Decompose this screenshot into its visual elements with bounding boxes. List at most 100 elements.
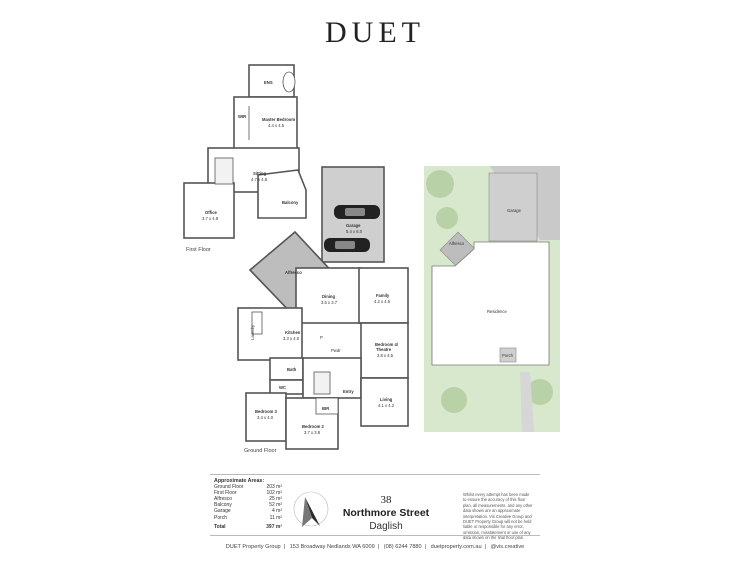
bedroom4-room <box>360 322 409 379</box>
master-bedroom-label: Master Bedroom <box>262 117 295 122</box>
sitting-dim: 4.7 x 4.8 <box>251 177 268 182</box>
site-garage <box>488 172 538 242</box>
area-name: Balcony <box>214 502 232 509</box>
area-row: Alfresco 25 m² <box>214 496 282 502</box>
office-dim: 3.7 x 4.8 <box>202 216 219 221</box>
dining-dim: 3.5 x 3.7 <box>321 300 338 305</box>
area-value: 203 m² <box>266 484 282 491</box>
area-name: Garage <box>214 508 231 515</box>
property-address: 38 Northmore Street Daglish <box>336 494 436 532</box>
site-alfresco-label: Alfresco <box>449 241 465 246</box>
footer-social[interactable]: @vis.creative <box>490 544 525 550</box>
area-row: First Floor 102 m² <box>214 490 282 496</box>
site-porch <box>499 347 517 363</box>
bedroom4-label-2: Theatre <box>376 347 392 352</box>
bir-room <box>315 397 339 415</box>
bedroom4-dim: 3.8 x 4.5 <box>377 353 394 358</box>
street-number: 38 <box>380 494 392 506</box>
north-arrow-icon <box>293 491 329 527</box>
bedroom3-room <box>245 392 287 442</box>
brand-logo: DUET <box>325 16 425 49</box>
bath-label: Bath <box>287 367 297 372</box>
dining-label: Dining <box>322 294 335 299</box>
laundry-label: Laundry <box>250 324 255 340</box>
footer-phone: (08) 6244 7880 <box>383 544 422 550</box>
pwdr-label: Pwdr <box>331 348 341 353</box>
area-value: 102 m² <box>266 490 282 497</box>
area-row: Porch 11 m² <box>214 515 282 521</box>
balcony-label: Balcony <box>282 200 299 205</box>
family-dim: 4.2 x 4.5 <box>374 299 391 304</box>
area-name: First Floor <box>214 490 237 497</box>
stairs <box>214 157 234 185</box>
area-value: 11 m² <box>269 514 282 521</box>
area-name: Porch <box>214 514 228 521</box>
entry-label: Entry <box>343 389 354 394</box>
living-room <box>360 377 409 427</box>
living-dim: 4.1 x 4.2 <box>378 403 395 408</box>
pantry-label: P <box>320 335 323 340</box>
street-name: Northmore Street <box>342 507 430 519</box>
garage-dim: 5.4 x 6.0 <box>346 229 363 234</box>
area-name: Alfresco <box>214 496 233 503</box>
divider-top <box>210 474 540 475</box>
sitting-label: Sitting <box>253 171 266 176</box>
wir-label: WIR <box>238 114 246 119</box>
area-value: 52 m² <box>269 502 282 509</box>
ens-label: ENS <box>264 80 273 85</box>
site-garage-label: Garage <box>507 208 522 213</box>
balcony-area <box>257 169 307 219</box>
first-floor-plan <box>183 64 307 239</box>
bedroom2-label: Bedroom 2 <box>302 424 325 429</box>
stairs-ground <box>313 371 331 395</box>
site-residence-label: Residence <box>487 309 507 314</box>
garage-cars <box>324 205 380 252</box>
kitchen-label: Kitchen <box>285 330 301 335</box>
bir-label: BIR <box>322 406 329 411</box>
area-row: Balcony 52 m² <box>214 502 282 508</box>
family-label: Family <box>376 293 390 298</box>
footer-address: 153 Broadway Nedlands WA 6009 <box>289 544 375 550</box>
master-bedroom-room <box>233 96 298 150</box>
master-bedroom-dim: 4.4 x 4.5 <box>268 123 285 128</box>
dining-room <box>295 267 362 324</box>
bedroom3-dim: 3.4 x 4.0 <box>257 415 274 420</box>
area-total-value: 397 m² <box>266 523 282 530</box>
bedroom3-label: Bedroom 3 <box>255 409 278 414</box>
site-residence <box>431 241 550 366</box>
area-total-label: Total <box>214 523 226 530</box>
areas-heading: Approximate Areas: <box>214 478 265 484</box>
wc-room <box>269 379 304 395</box>
first-floor-label: First Floor <box>186 247 211 253</box>
site-porch-label: Porch <box>502 353 514 358</box>
area-row: Garage 4 m² <box>214 508 282 514</box>
divider-bottom <box>210 535 540 536</box>
office-room <box>183 182 235 239</box>
bathtub <box>282 71 296 93</box>
footer-company: DUET Property Group <box>225 544 281 550</box>
area-name: Ground Floor <box>214 484 244 491</box>
bedroom2-dim: 3.7 x 3.8 <box>304 430 321 435</box>
bedroom4-label: Bedroom 4/ <box>375 342 399 347</box>
alfresco-label: Alfresco <box>285 270 302 275</box>
area-value: 25 m² <box>269 496 282 503</box>
kitchen-dim: 3.3 x 4.0 <box>283 336 300 341</box>
family-room <box>358 267 409 324</box>
footer: DUET Property Group| 153 Broadway Nedlan… <box>225 544 525 550</box>
suburb: Daglish <box>369 521 403 532</box>
living-label: Living <box>380 397 393 402</box>
site-plan <box>424 166 560 432</box>
area-value: 4 m² <box>272 508 282 515</box>
area-total-row: Total 397 m² <box>214 524 282 530</box>
ground-floor-plan <box>237 166 409 450</box>
wc-label: WC <box>279 385 286 390</box>
disclaimer: Whilst every attempt has been made to en… <box>463 492 533 541</box>
office-label: Office <box>205 210 218 215</box>
laundry-room <box>251 311 263 335</box>
ground-floor-label: Ground Floor <box>244 448 277 454</box>
area-row: Ground Floor 203 m² <box>214 484 282 490</box>
areas-table: Approximate Areas: Ground Floor 203 m² Fi… <box>214 478 282 530</box>
footer-website[interactable]: duetproperty.com.au <box>430 544 482 550</box>
garage-label: Garage <box>346 223 361 228</box>
